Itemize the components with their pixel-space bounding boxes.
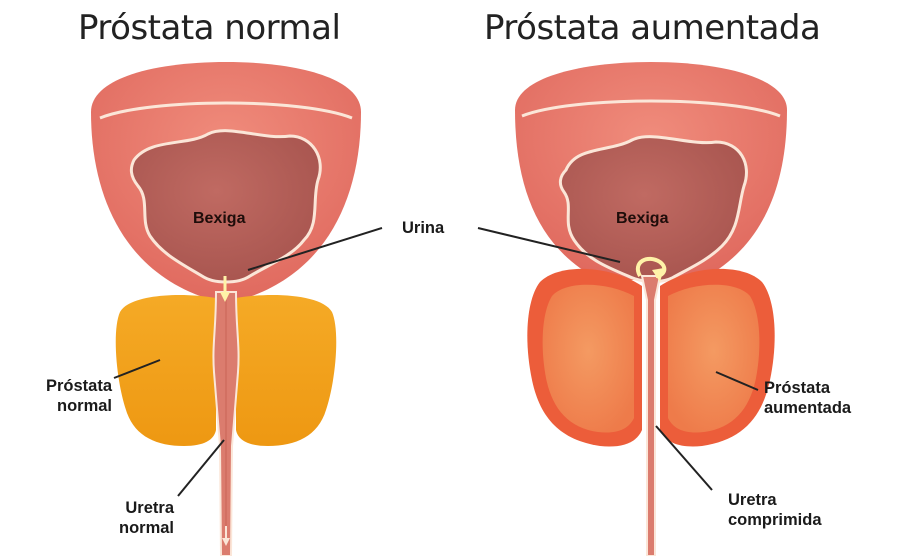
compressed-urethra-label-line-1: Uretra xyxy=(728,490,822,510)
normal-urethra xyxy=(213,292,238,556)
normal-urethra-label: Uretra normal xyxy=(119,498,174,538)
normal-urethra-label-line-1: Uretra xyxy=(119,498,174,518)
title-normal-prostate: Próstata normal xyxy=(78,8,340,48)
normal-urethra-label-line-2: normal xyxy=(119,518,174,538)
bladder-label-right: Bexiga xyxy=(616,210,668,228)
title-enlarged-prostate: Próstata aumentada xyxy=(484,8,820,48)
compressed-urethra-label-line-2: comprimida xyxy=(728,510,822,530)
enlarged-bladder xyxy=(515,62,787,282)
bladder-label-left: Bexiga xyxy=(193,210,245,228)
normal-prostate-label-line-2: normal xyxy=(46,396,112,416)
normal-urethra-pointer xyxy=(178,440,224,496)
enlarged-prostate-label: Próstata aumentada xyxy=(764,378,851,418)
compressed-urethra xyxy=(642,276,660,556)
normal-prostate-label-line-1: Próstata xyxy=(46,376,112,396)
compressed-urethra-label: Uretra comprimida xyxy=(728,490,822,530)
urine-label: Urina xyxy=(402,218,444,238)
enlarged-prostate-label-line-1: Próstata xyxy=(764,378,851,398)
enlarged-prostate-label-line-2: aumentada xyxy=(764,398,851,418)
normal-bladder xyxy=(91,62,361,300)
normal-prostate-label: Próstata normal xyxy=(46,376,112,416)
